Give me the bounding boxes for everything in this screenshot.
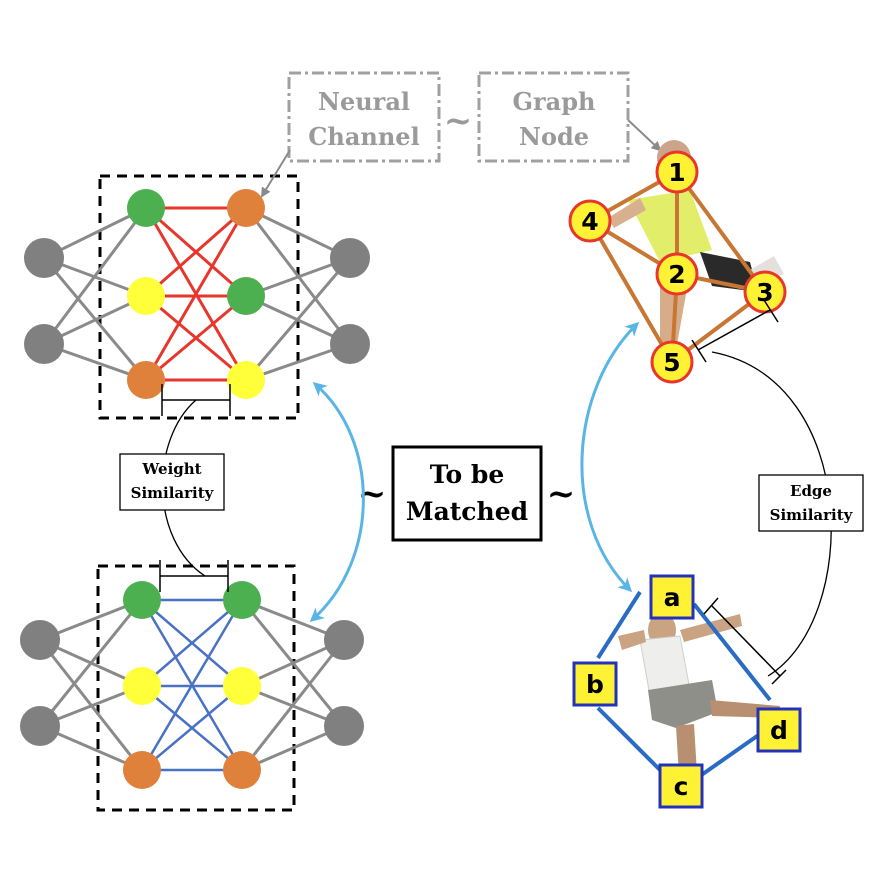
graph-node-line1: Graph — [513, 87, 596, 116]
to-be-matched-box — [391, 445, 543, 542]
edge-similarity-box — [758, 474, 864, 532]
neural-channel-line2: Channel — [308, 122, 419, 151]
bottom-pose-graph: a b d c — [572, 574, 802, 809]
graph-node-line2: Node — [519, 122, 589, 151]
graph-node-arrow — [627, 119, 662, 152]
bottom-graph-node-d: d — [756, 707, 802, 753]
top-graph-node-5-label: 5 — [663, 348, 680, 377]
top-graph-node-4: 4 — [568, 199, 612, 243]
network-match-arrow — [309, 382, 365, 622]
top-hidden1-node-green — [127, 189, 165, 227]
top-input-node-2 — [24, 324, 64, 364]
top-graph-node-1: 1 — [655, 150, 699, 194]
top-graph-node-2-label: 2 — [668, 260, 685, 289]
edge-similarity-line1: Edge — [790, 482, 832, 500]
top-output-node-1 — [330, 238, 370, 278]
bottom-graph-node-b-label: b — [586, 670, 604, 699]
top-graph-node-1-label: 1 — [668, 158, 685, 187]
bottom-graph-node-c-label: c — [674, 772, 689, 801]
bottom-graph-node-a: a — [649, 574, 695, 620]
bottom-graph-node-c: c — [658, 763, 704, 809]
top-edge-bracket — [691, 299, 779, 363]
bottom-output-node-1 — [324, 620, 364, 660]
weight-similarity-box — [119, 453, 225, 511]
bottom-hidden1-node-orange — [123, 751, 161, 789]
bottom-weight-bracket — [159, 560, 229, 592]
bottom-graph-node-a-label: a — [664, 583, 681, 612]
graph-match-arrow — [580, 321, 640, 593]
bottom-input-node-2 — [20, 706, 60, 746]
bottom-input-node-1 — [20, 620, 60, 660]
bottom-hidden1-node-green — [123, 581, 161, 619]
neural-channel-line1: Neural — [318, 87, 410, 116]
top-hidden2-node-yellow — [227, 361, 265, 399]
top-hidden1-node-yellow — [127, 277, 165, 315]
top-graph-node-3-label: 3 — [756, 278, 773, 307]
bottom-output-node-2 — [324, 706, 364, 746]
top-hidden2-node-orange — [227, 189, 265, 227]
weight-similarity-line1: Weight — [141, 460, 201, 478]
bottom-hidden2-node-orange — [223, 751, 261, 789]
top-output-node-2 — [330, 324, 370, 364]
top-graph-node-2: 2 — [655, 252, 699, 296]
bottom-graph-edges — [596, 590, 772, 778]
graph-node-box — [477, 71, 630, 163]
neural-channel-arrow — [260, 149, 291, 198]
bottom-network — [20, 560, 364, 812]
bottom-person-image — [618, 613, 780, 792]
weight-similarity-line2: Similarity — [131, 484, 215, 502]
neural-graph-tilde: ~ — [444, 101, 473, 141]
bottom-graph-node-d-label: d — [770, 716, 788, 745]
top-hidden2-node-green — [227, 277, 265, 315]
top-hidden1-node-orange — [127, 361, 165, 399]
to-be-matched-line2: Matched — [406, 497, 528, 526]
bottom-hidden1-node-yellow — [123, 667, 161, 705]
top-pose-graph: 1 4 2 3 5 — [568, 140, 787, 384]
top-graph-node-5: 5 — [650, 340, 694, 384]
bottom-edge-bracket — [703, 597, 787, 685]
bottom-hidden2-node-yellow — [223, 667, 261, 705]
top-input-node-1 — [24, 238, 64, 278]
right-tilde: ~ — [547, 474, 576, 514]
neural-channel-box — [287, 71, 441, 163]
bottom-graph-node-b: b — [572, 661, 618, 707]
top-network — [24, 174, 370, 420]
top-graph-node-4-label: 4 — [581, 207, 598, 236]
top-graph-node-3: 3 — [743, 270, 787, 314]
to-be-matched-line1: To be — [430, 460, 505, 489]
edge-similarity-line2: Similarity — [770, 506, 854, 524]
bottom-network-dashed-box — [96, 564, 296, 812]
bottom-hidden2-node-green — [223, 581, 261, 619]
